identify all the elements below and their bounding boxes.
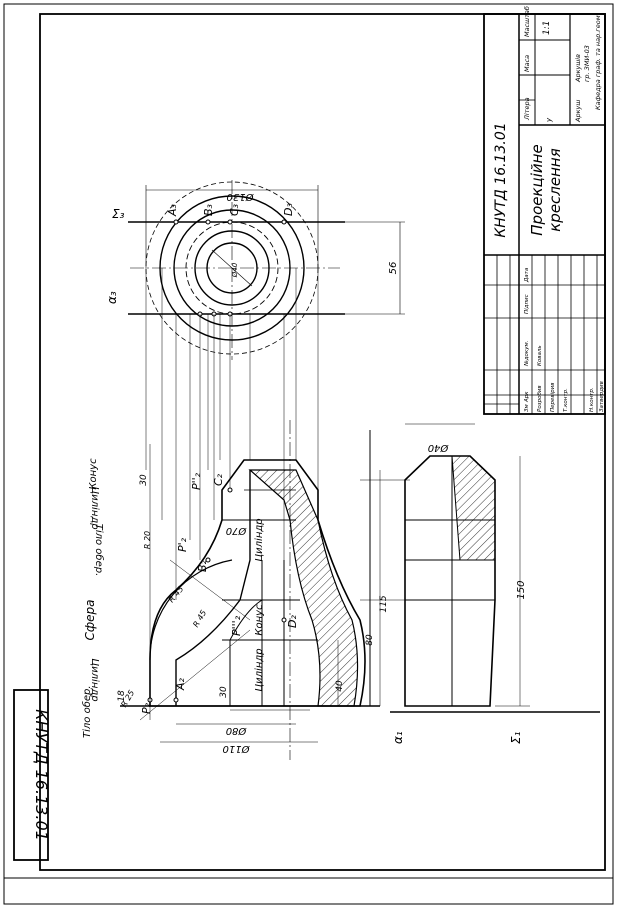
tb-row-tcontrol: Т.контр. [563,388,569,412]
stamp-code: КНУТД 16.13.01 [32,709,51,841]
dim-d70: Ø70 [226,525,248,537]
label-b2: B₂ [196,559,209,572]
tb-row-check: Перевірив [550,383,556,412]
dim-30: 30 [139,474,149,486]
label-d2: D₂ [286,615,299,628]
label-cone-inner: Конус [254,604,265,636]
title-block-code: КНУТД 16.13.01 [493,122,509,237]
dim-18: 18 [117,690,127,702]
label-p2-prime: P'₂ [176,537,189,552]
tb-mass: Маса [523,55,531,72]
tb-col-sign: Підпис [524,294,530,314]
dim-56: 56 [388,262,399,275]
label-c2: C₂ [212,473,225,486]
tb-col-zm: Зм [524,404,530,412]
tb-sheets: Аркушів [574,54,582,83]
label-tilo-ober-left: Тіло обер. [81,685,93,738]
label-b3: B₃ [202,203,215,216]
dim-80: 80 [365,634,375,646]
dim-150: 150 [516,580,527,599]
tb-litera: Літера [523,97,531,121]
label-sphere: Сфера [83,600,97,641]
label-cylinder-inner2: Циліндр [253,648,265,691]
label-alpha1: α₁ [391,731,405,744]
dim-d80: Ø80 [226,725,248,737]
tb-scale-value: 1:1 [542,21,552,35]
label-p2-dprime: P''₂ [190,472,203,490]
title-line2: креслення [546,148,564,232]
tb-row-dev-name: Коваль [537,345,543,366]
front-view [120,420,381,760]
dim-r20: R 20 [143,531,152,549]
tb-group: гр. ЗМИ-03 [583,45,591,82]
label-tilo-ober-right: Тіло обер. [93,524,105,577]
tb-scale: Масштаб [523,6,531,37]
outer-frame [3,3,614,905]
tb-col-ark: Арк [524,391,530,403]
dim-d110: Ø110 [223,743,251,755]
tb-row-ncontrol: Н.контр. [589,387,595,412]
title-block [483,13,606,415]
top-view [128,180,405,360]
tb-row-dev: Розробив [537,385,543,412]
tb-litera-value: у [545,117,553,123]
label-cylinder-right: Циліндр [89,486,101,529]
label-cone-top: Конус [88,458,99,490]
label-p2-tprime: P'''₂ [230,615,243,636]
dim-d40-plan: Ø40 [231,262,239,278]
dim-r45: R 45 [191,609,208,629]
dim-30b: 30 [219,686,229,698]
label-cylinder-left: Циліндр [89,658,101,701]
tb-row-approved: Затвердив [599,381,605,412]
label-cylinder-inner: Циліндр [253,518,265,561]
label-a2: A₂ [174,677,187,691]
label-c3: C₃ [228,203,241,216]
tb-sheet: Аркуш [574,100,582,123]
label-p2: P₂ [140,702,153,714]
dim-115: 115 [379,595,389,612]
inner-frame [39,13,606,871]
label-sigma3: Σ₃ [112,207,125,221]
label-alpha3: α₃ [105,291,119,304]
tb-col-date: Дата [524,267,530,283]
dim-d40-top: Ø40 [428,442,450,454]
tb-dept: Кафедра граф. та нар.геом. [594,13,602,110]
label-a3: A₃ [166,203,179,217]
dim-40: 40 [335,680,345,692]
tb-col-doc: №докум. [524,340,530,367]
dim-d130: Ø130 [227,191,255,203]
dim-r-big: R 45 [167,584,186,604]
label-sigma1: Σ₁ [509,731,523,744]
stamp-box [13,689,49,861]
title-line1: Проекційне [528,144,546,235]
side-view [390,423,600,713]
label-d3: D₃ [282,203,295,216]
